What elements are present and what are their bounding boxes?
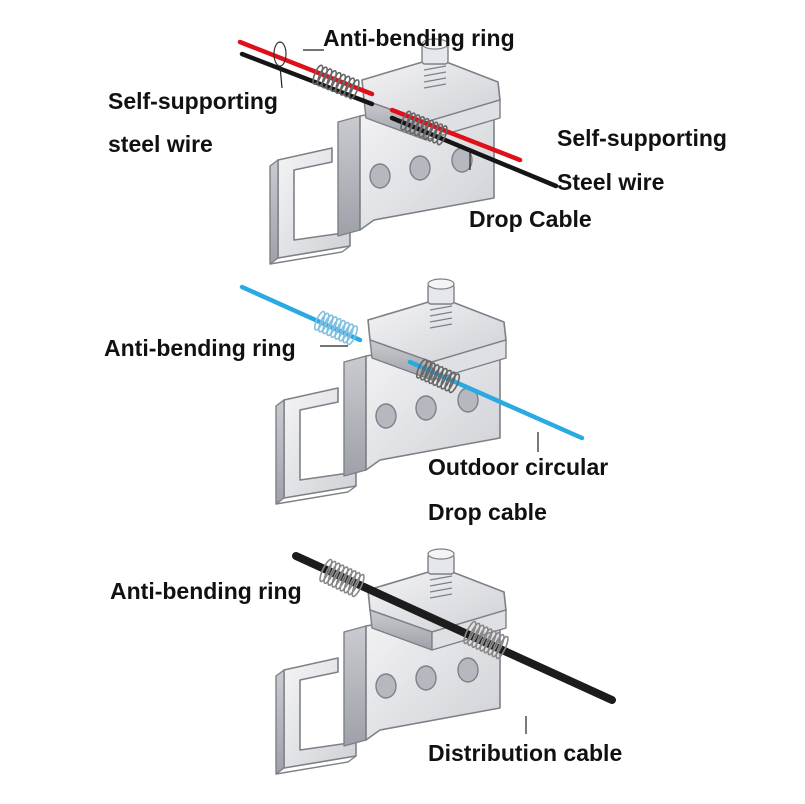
panel2-spring-ring-icon-2 <box>415 358 461 394</box>
panel3-hook-bracket-icon <box>275 657 357 775</box>
panel1-spring-ring-icon-1 <box>312 64 360 100</box>
panel2-drop-cable-label: Drop cable <box>428 499 547 525</box>
panel1-anti-bending-ring-label: Anti-bending ring <box>323 25 515 51</box>
panel1-hole-1 <box>369 163 391 189</box>
panel3-hole-1 <box>375 673 397 699</box>
panel2-plate-side <box>343 355 367 477</box>
panel2-blue-cable-right <box>407 359 585 441</box>
panel3-spring-ring-icon-2 <box>463 620 509 660</box>
panel3-spring-ring-icon-1 <box>319 558 365 598</box>
panel2-assembly <box>275 278 507 505</box>
panel3-hole-2 <box>415 665 437 691</box>
panel1-red-wire-right <box>389 107 523 163</box>
panel3-bolt-icon <box>427 548 455 599</box>
panel3-assembly <box>275 548 507 775</box>
panel1-black-wire-left <box>239 51 375 107</box>
panel3-hole-3 <box>457 657 479 683</box>
panel1-bolt-icon <box>421 38 449 89</box>
panel1-drop-cable-label: Drop Cable <box>469 206 592 232</box>
panel1-steel-wire-left-label: steel wire <box>108 131 213 157</box>
panel1-hole-2 <box>409 155 431 181</box>
panel1-hook-bracket-icon <box>269 147 351 265</box>
panel1-spring-ring-icon-2 <box>400 110 448 146</box>
panel2-clamp-icon <box>367 297 507 381</box>
panel1-assembly <box>269 38 501 265</box>
panel3-anti-bending-ring-label: Anti-bending ring <box>110 578 302 604</box>
panel2-hook-bracket-icon <box>275 387 357 505</box>
panel1-steel-wire-right-label: Steel wire <box>557 169 665 195</box>
panel3-plate-side <box>343 625 367 747</box>
panel2-bolt-icon <box>427 278 455 329</box>
panel2-hole-2 <box>415 395 437 421</box>
panel2-outdoor-circular-label: Outdoor circular <box>428 454 609 480</box>
panel3-distribution-cable-label: Distribution cable <box>428 740 623 766</box>
panel3-clamp-icon <box>367 567 507 651</box>
panel1-plate-side <box>337 115 361 237</box>
panel1-self-supporting-left-label: Self-supporting <box>108 88 278 114</box>
panel2-spring-ring-icon-1 <box>313 310 359 346</box>
panel2-anti-bending-ring-label: Anti-bending ring <box>104 335 296 361</box>
panel1-self-supporting-right-label: Self-supporting <box>557 125 727 151</box>
panel2-hole-1 <box>375 403 397 429</box>
panel1-red-wire <box>237 39 375 97</box>
panel1-leader-line-icon-1 <box>279 65 283 89</box>
